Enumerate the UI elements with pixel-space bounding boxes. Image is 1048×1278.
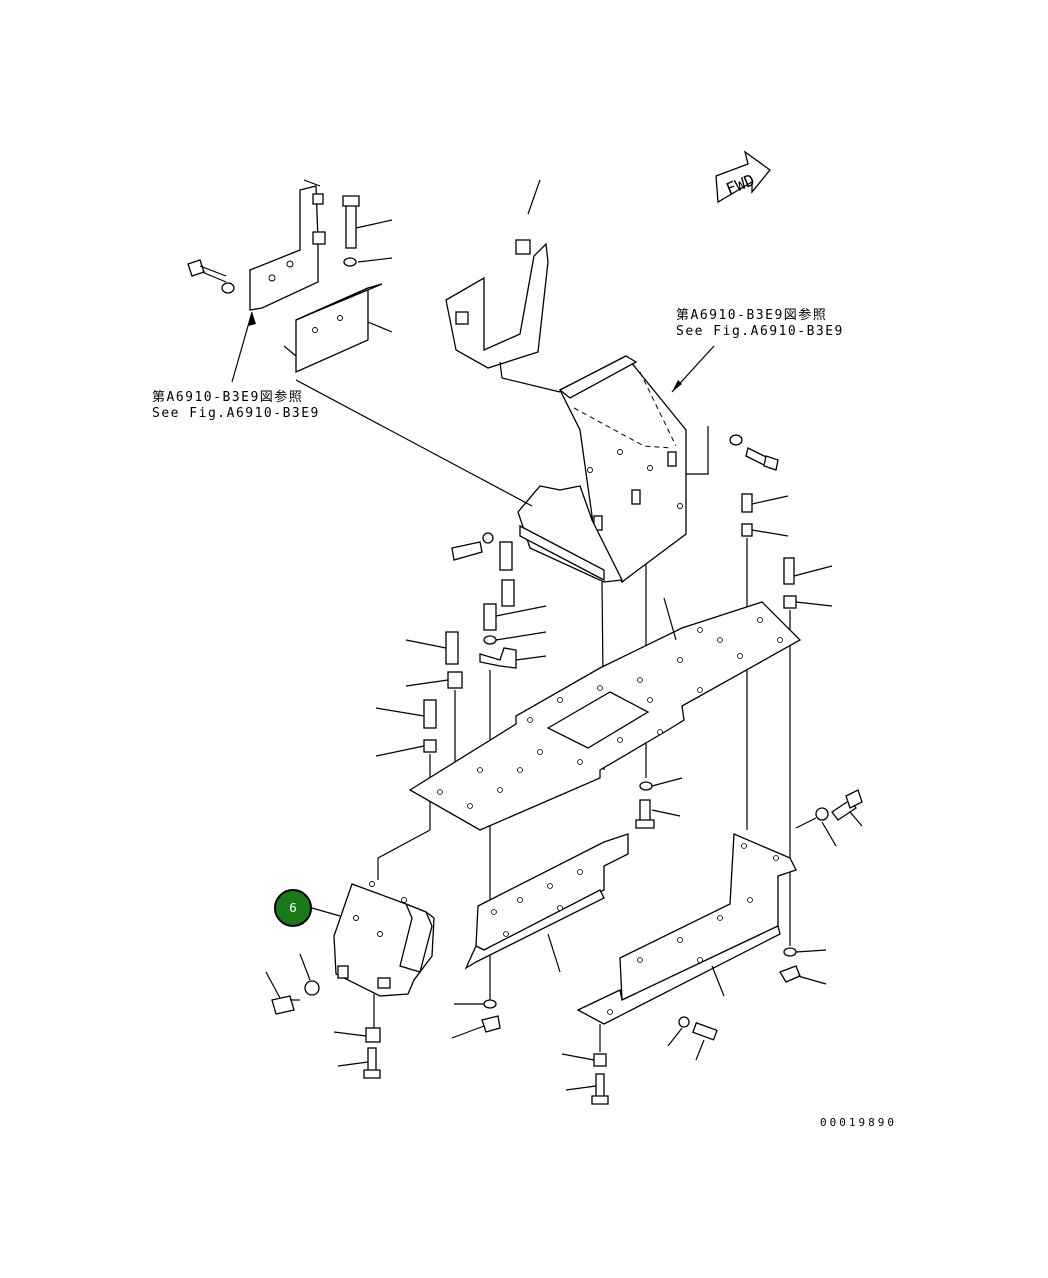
bolts-part-6 bbox=[265, 907, 381, 1079]
bolt-left-side bbox=[187, 259, 235, 294]
center-rail bbox=[464, 833, 629, 973]
reference-note-left-en: See Fig.A6910-B3E9 bbox=[152, 406, 320, 421]
reference-note-right: 第A6910-B3E9図参照 See Fig.A6910-B3E9 bbox=[676, 308, 844, 340]
main-console-tower bbox=[517, 355, 687, 583]
bolts-center-rail bbox=[451, 999, 501, 1039]
reference-note-right-jp: 第A6910-B3E9図参照 bbox=[676, 308, 828, 323]
part-callout-6[interactable]: 6 bbox=[274, 889, 312, 927]
reference-note-left: 第A6910-B3E9図参照 See Fig.A6910-B3E9 bbox=[152, 390, 320, 422]
right-rail bbox=[576, 833, 797, 1025]
reference-note-right-en: See Fig.A6910-B3E9 bbox=[676, 324, 844, 339]
floor-plate bbox=[408, 597, 802, 831]
bolt-left-upper bbox=[342, 195, 393, 333]
drawing-number: 00019890 bbox=[820, 1116, 897, 1129]
bolts-right-rail bbox=[561, 789, 863, 1105]
center-upper-bracket bbox=[445, 179, 549, 369]
bolts-center bbox=[451, 532, 647, 1002]
left-upper-bracket bbox=[249, 179, 383, 374]
part-6-corner-bracket bbox=[333, 881, 435, 1028]
fwd-arrow: FWD bbox=[715, 150, 771, 204]
reference-note-left-jp: 第A6910-B3E9図参照 bbox=[152, 390, 304, 405]
bolts-right-upper bbox=[686, 426, 833, 946]
part-callout-6-label: 6 bbox=[289, 901, 297, 915]
bolts-under-plate bbox=[635, 777, 683, 829]
bolts-left-mid bbox=[375, 631, 463, 880]
